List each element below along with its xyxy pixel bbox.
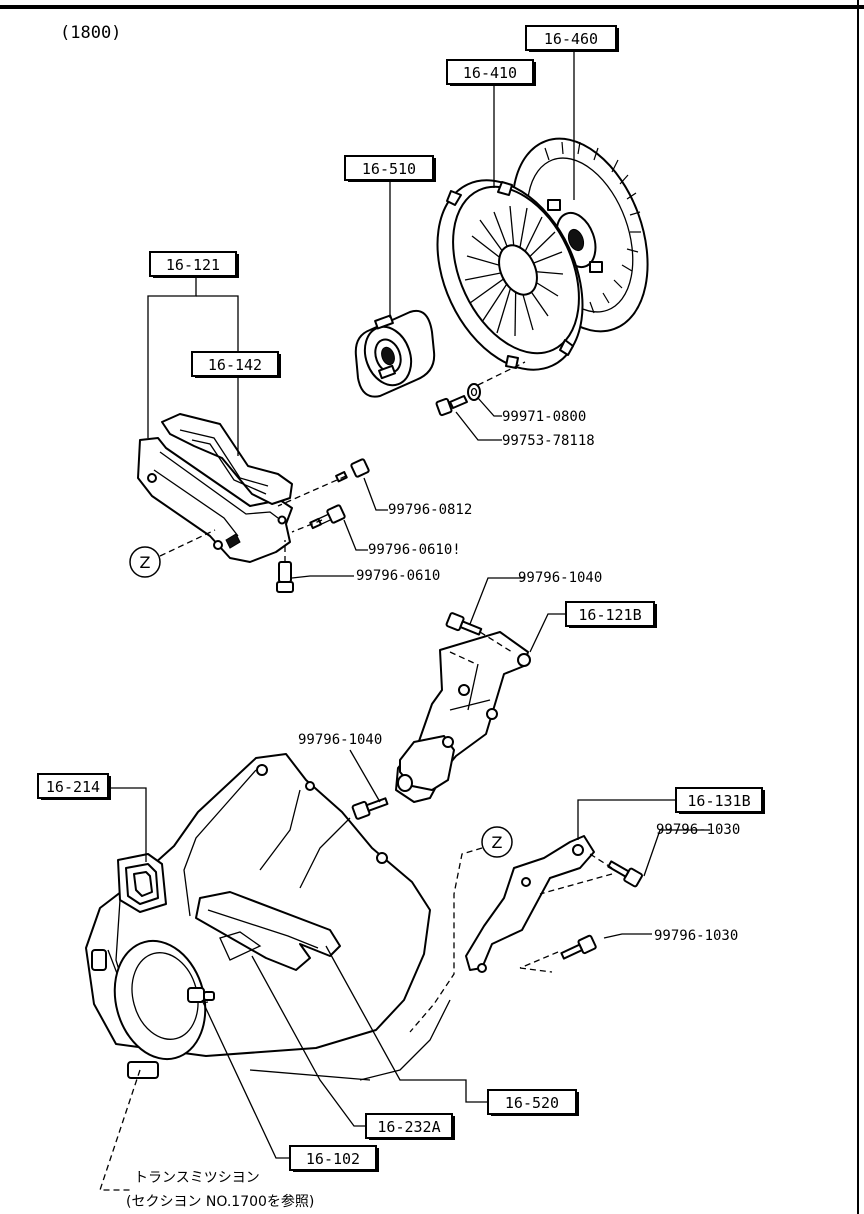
z-routing-lines <box>99 847 483 1191</box>
callout-label: 16-510 <box>362 160 416 178</box>
callout-label: 16-121B <box>578 606 641 624</box>
cover-bolts-drawing <box>159 458 370 593</box>
part-number-99796-0812[interactable]: 99796-0812 <box>388 502 472 518</box>
part-number-99971-0800[interactable]: 99971-0800 <box>502 409 586 425</box>
leader-lines <box>108 52 710 1159</box>
callout-label: 16-131B <box>687 792 750 810</box>
callout-label: 16-102 <box>306 1150 360 1168</box>
callout-16-121[interactable]: 16-121 <box>149 251 239 278</box>
part-number-99796-1040-b[interactable]: 99796-1040 <box>298 732 382 748</box>
callout-16-102[interactable]: 16-102 <box>289 1145 379 1172</box>
ref-mark-z-left: Z <box>129 546 161 578</box>
callout-16-232a[interactable]: 16-232A <box>365 1113 455 1140</box>
callout-label: 16-121 <box>166 256 220 274</box>
callout-16-142[interactable]: 16-142 <box>191 351 281 378</box>
callout-label: 16-232A <box>377 1118 440 1136</box>
pressure-plate-bolt-drawing <box>435 361 526 417</box>
transmission-case-drawing <box>85 753 451 1081</box>
part-number-99796-1040-a[interactable]: 99796-1040 <box>518 570 602 586</box>
footnote-transmission: トランスミツシヨン <box>134 1170 260 1186</box>
part-number-99796-0610-b[interactable]: 99796-0610 <box>356 568 440 584</box>
part-number-99796-1030-b[interactable]: 99796-1030 <box>654 928 738 944</box>
callout-16-460[interactable]: 16-460 <box>525 25 619 52</box>
callout-label: 16-460 <box>544 30 598 48</box>
callout-16-510[interactable]: 16-510 <box>344 155 436 182</box>
callout-16-520[interactable]: 16-520 <box>487 1089 579 1116</box>
release-bearing-drawing <box>354 310 436 398</box>
part-number-99796-0610-a[interactable]: 99796-0610! <box>368 542 461 558</box>
callout-16-121b[interactable]: 16-121B <box>565 601 657 628</box>
footnote-section-ref: (セクシヨン NO.1700を参照) <box>126 1193 314 1210</box>
ref-mark-label: Z <box>140 553 151 572</box>
callout-label: 16-142 <box>208 356 262 374</box>
callout-16-131b[interactable]: 16-131B <box>675 787 765 814</box>
pressure-plate-drawing <box>436 179 584 371</box>
clutch-cover-drawing <box>137 413 293 563</box>
callout-16-214[interactable]: 16-214 <box>37 773 111 800</box>
callout-label: 16-410 <box>463 64 517 82</box>
model-label: (1800) <box>60 23 121 43</box>
boot-214-drawing <box>117 853 167 913</box>
bracket-121b-drawing <box>351 612 531 820</box>
callout-16-410[interactable]: 16-410 <box>446 59 536 86</box>
ref-mark-label: Z <box>492 833 503 852</box>
ref-mark-z-right: Z <box>481 826 513 858</box>
part-number-99753-78118[interactable]: 99753-78118 <box>502 433 595 449</box>
callout-label: 16-520 <box>505 1094 559 1112</box>
callout-label: 16-214 <box>46 778 100 796</box>
bracket-131b-drawing <box>465 835 643 973</box>
part-number-99796-1030-a[interactable]: 99796-1030 <box>656 822 740 838</box>
